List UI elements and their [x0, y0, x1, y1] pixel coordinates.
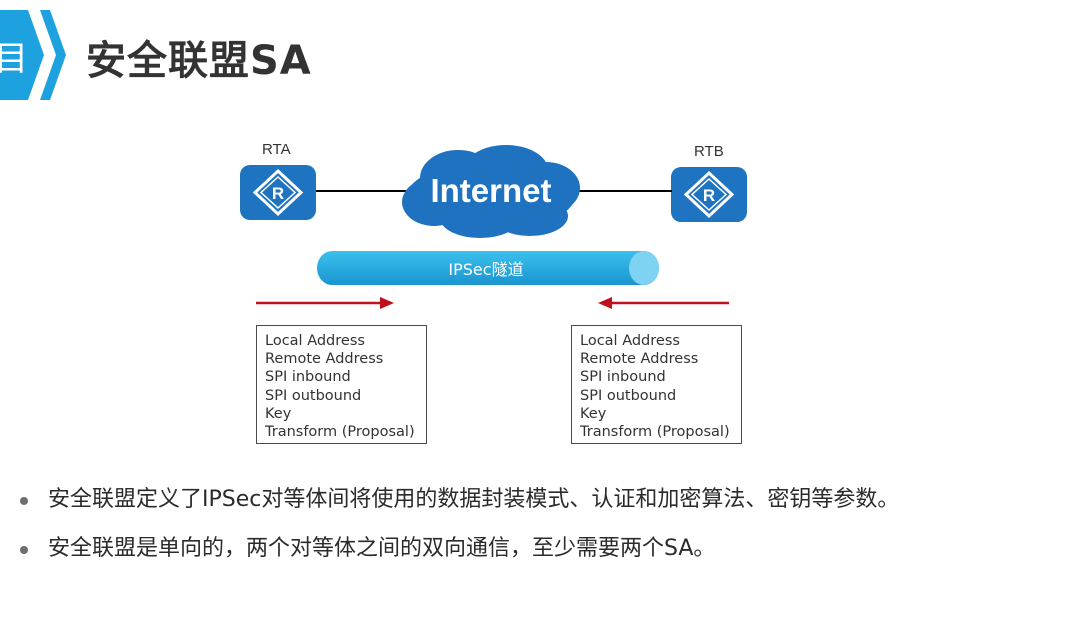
sa-param: Key — [580, 405, 607, 422]
router-left-label: RTA — [262, 141, 291, 158]
arrow-left — [598, 297, 729, 309]
svg-text:R: R — [703, 186, 715, 205]
sa-params-box-right: Local Address Remote Address SPI inbound… — [571, 325, 742, 444]
link-line-left — [316, 190, 406, 192]
bullet-dot — [20, 546, 28, 554]
sa-param: Transform (Proposal) — [265, 424, 415, 441]
link-line-right — [578, 190, 672, 192]
tab-badge-text: 目 — [0, 39, 28, 79]
sa-params-box-left: Local Address Remote Address SPI inbound… — [256, 325, 427, 444]
router-icon: R — [683, 170, 735, 219]
bullet-text: 安全联盟定义了IPSec对等体间将使用的数据封装模式、认证和加密算法、密钥等参数… — [48, 487, 900, 512]
router-left: R — [240, 165, 316, 220]
internet-label: Internet — [430, 172, 552, 209]
tunnel-label: IPSec隧道 — [448, 260, 524, 279]
sa-param: Remote Address — [580, 351, 699, 368]
bullet-item: 安全联盟是单向的，两个对等体之间的双向通信，至少需要两个SA。 — [18, 529, 1058, 568]
sa-param: Remote Address — [265, 351, 384, 368]
sa-param: Local Address — [580, 333, 680, 349]
arrow-right — [256, 297, 394, 309]
page-title: 安全联盟SA — [86, 38, 312, 84]
section-tab-badge: 目 — [0, 10, 66, 100]
bullet-dot — [20, 497, 28, 505]
ipsec-tunnel — [317, 251, 659, 285]
sa-param: SPI outbound — [580, 387, 677, 404]
sa-param: Local Address — [265, 333, 365, 349]
internet-cloud — [402, 145, 580, 238]
sa-param: SPI inbound — [580, 369, 666, 386]
router-right-label: RTB — [694, 143, 724, 160]
svg-text:R: R — [272, 184, 284, 203]
bullet-text: 安全联盟是单向的，两个对等体之间的双向通信，至少需要两个SA。 — [48, 536, 716, 561]
sa-param: SPI inbound — [265, 369, 351, 386]
router-right: R — [671, 167, 747, 222]
sa-param: SPI outbound — [265, 387, 362, 404]
router-icon: R — [252, 168, 304, 217]
sa-param: Key — [265, 405, 292, 422]
sa-param: Transform (Proposal) — [580, 424, 730, 441]
bullet-item: 安全联盟定义了IPSec对等体间将使用的数据封装模式、认证和加密算法、密钥等参数… — [18, 480, 1058, 519]
bullet-list: 安全联盟定义了IPSec对等体间将使用的数据封装模式、认证和加密算法、密钥等参数… — [18, 480, 1058, 568]
